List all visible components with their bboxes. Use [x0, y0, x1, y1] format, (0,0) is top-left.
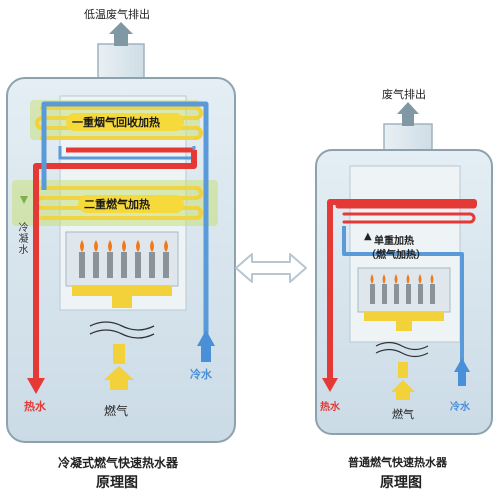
left-heater: [6, 22, 236, 443]
comparison-arrow-icon: [235, 253, 307, 283]
right-flame: [394, 274, 399, 304]
left-cold-water-inlet: [201, 346, 211, 362]
right-hot-water-label: 热水: [320, 402, 340, 413]
right-stage-label-line1: 单重加热: [374, 236, 414, 247]
left-stage1-label-bg: [66, 113, 184, 131]
left-caption-line2: 原理图: [96, 475, 138, 491]
left-cold-water-arrow-icon: [197, 330, 215, 346]
left-flame: [149, 240, 155, 278]
left-hot-water-label: 热水: [24, 400, 46, 413]
left-stage2-coil: [35, 186, 203, 220]
right-flame: [430, 274, 435, 304]
right-gas-label: 燃气: [392, 408, 414, 421]
right-burner-flames: [370, 274, 435, 304]
right-gas-stem: [396, 321, 412, 331]
left-wave-lines: [89, 321, 155, 339]
right-cold-water-inlet: [458, 372, 466, 386]
left-stage1-label: 一重烟气回收加热: [72, 116, 160, 129]
left-gas-manifold: [72, 286, 172, 296]
left-stage2-label-bg: [78, 195, 184, 213]
left-exhaust-label: 低温废气排出: [84, 8, 150, 21]
right-cold-water-pipe: [342, 226, 464, 370]
left-flame: [163, 240, 169, 278]
right-heater: [315, 102, 493, 435]
left-condensate-drip-icon: [20, 196, 28, 204]
right-flame: [382, 274, 387, 304]
left-condensate-label: 冷凝水: [16, 222, 27, 255]
right-flame: [406, 274, 411, 304]
left-exhaust-arrow-icon: [109, 22, 133, 46]
right-heat-exchanger: [335, 203, 477, 224]
right-wave-lines: [375, 341, 429, 358]
left-gas-arrow-icon: [104, 366, 134, 390]
left-cold-water-label: 冷水: [190, 368, 212, 381]
left-hot-water-arrow-icon: [27, 378, 45, 394]
left-flame: [93, 240, 99, 278]
right-hot-water-arrow-icon: [322, 378, 338, 392]
right-gas-manifold: [364, 312, 444, 321]
right-flame: [418, 274, 423, 304]
right-exhaust-arrow-icon: [397, 102, 419, 126]
right-cold-water-label: 冷水: [450, 402, 470, 413]
left-flame: [121, 240, 127, 278]
left-caption-line1: 冷凝式燃气快速热水器: [58, 456, 179, 470]
right-hot-water-pipe: [327, 199, 477, 380]
left-flame: [79, 240, 85, 278]
right-flame: [370, 274, 375, 304]
right-stage-label-line2: （燃气加热）: [366, 250, 426, 261]
right-caption-line2: 原理图: [380, 475, 422, 491]
right-stage-arrow-icon: ▲: [364, 231, 372, 242]
left-flame: [107, 240, 113, 278]
right-gas-inlet-pipe: [398, 362, 408, 378]
left-cold-water-pipe: [41, 101, 209, 346]
left-gas-inlet-pipe: [113, 344, 125, 364]
right-exhaust-label: 废气排出: [382, 88, 426, 101]
right-cold-water-arrow-icon: [454, 358, 470, 372]
right-caption-line1: 普通燃气快速热水器: [348, 456, 447, 469]
left-hot-water-pipe: [33, 150, 197, 380]
left-flame: [135, 240, 141, 278]
left-gas-stem: [112, 296, 132, 308]
left-burner-flames: [79, 240, 169, 278]
left-gas-label: 燃气: [104, 404, 129, 418]
left-stage2-label: 二重燃气加热: [84, 198, 150, 211]
right-gas-arrow-icon: [391, 380, 415, 400]
